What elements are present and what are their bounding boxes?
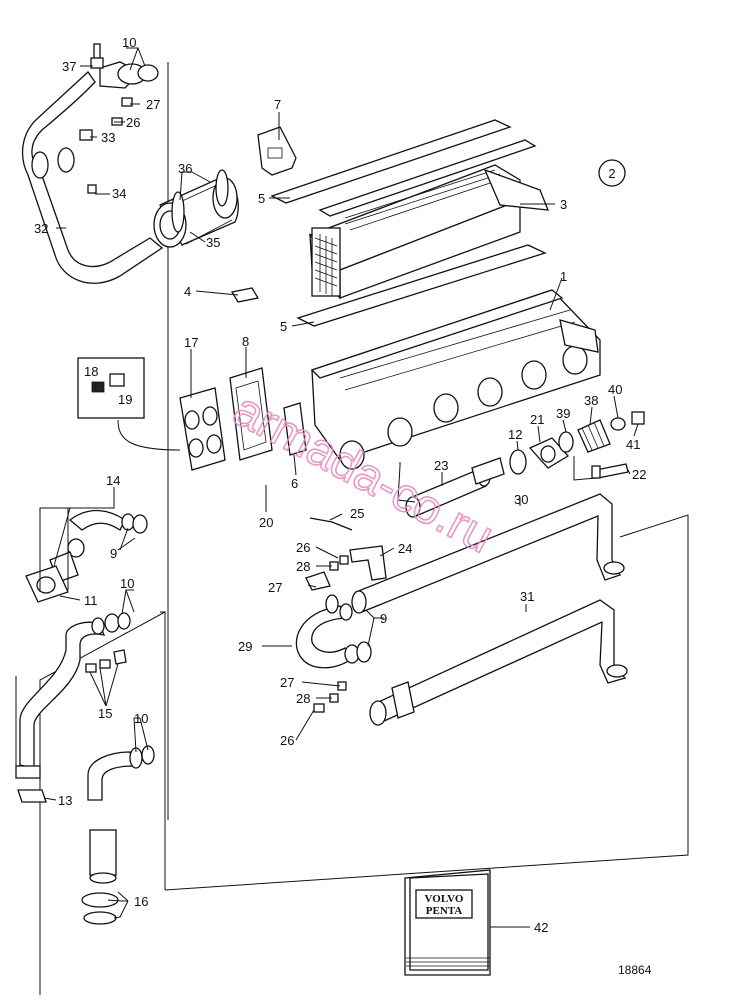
callout-17: 17: [184, 335, 198, 350]
pipe-30: [351, 493, 625, 614]
callout-21: 21: [530, 412, 544, 427]
callout-25: 25: [350, 506, 364, 521]
callout-26-low: 26: [280, 733, 294, 748]
callout-27-low: 27: [280, 675, 294, 690]
callout-29: 29: [238, 639, 252, 654]
manifold-ports: [339, 345, 588, 470]
callout-6: 6: [291, 476, 298, 491]
bolt-22: [591, 463, 629, 479]
callout-5: 5: [258, 191, 265, 206]
callout-38: 38: [584, 393, 598, 408]
callout-39: 39: [556, 406, 570, 421]
callout-26: 26: [126, 115, 140, 130]
leader-lines: [15, 47, 639, 928]
callout-22: 22: [632, 467, 646, 482]
fasteners-15: [85, 649, 127, 673]
callout-labels: 37 10 27 26 33 36 34 32 35 7 5 3 4 1 5 1…: [34, 35, 646, 935]
callout-16: 16: [134, 894, 148, 909]
callout-10-low: 10: [134, 711, 148, 726]
exhaust-bellows-35: [153, 169, 239, 248]
callout-35: 35: [206, 235, 220, 250]
bend-pipe-29: [295, 603, 360, 669]
callout-33: 33: [101, 130, 115, 145]
upper-exhaust-pipe-32: [21, 61, 164, 284]
callout-31: 31: [520, 589, 534, 604]
callout-8: 8: [242, 334, 249, 349]
callout-30: 30: [514, 492, 528, 507]
callout-26-mid: 26: [296, 540, 310, 555]
group-marker: 2: [598, 159, 626, 187]
callout-9-mid: 9: [380, 611, 387, 626]
callout-24: 24: [398, 541, 412, 556]
gasket-8: [229, 367, 273, 461]
callout-15: 15: [98, 706, 112, 721]
pipe-13: [15, 612, 131, 803]
callout-11: 11: [84, 593, 98, 608]
callout-34: 34: [112, 186, 126, 201]
cooler-core-mesh: [314, 234, 338, 296]
callout-36: 36: [178, 161, 192, 176]
bracket-7: [257, 126, 297, 176]
book-brand-line-1: VOLVO: [425, 893, 464, 905]
flange-11: [25, 565, 69, 603]
inlet-manifold-1: [310, 289, 601, 470]
callout-27: 27: [146, 97, 160, 112]
callout-13: 13: [58, 793, 72, 808]
callout-27-mid: 27: [268, 580, 282, 595]
book-brand-line-2: PENTA: [426, 905, 463, 917]
callout-3: 3: [560, 197, 567, 212]
callout-28-low: 28: [296, 691, 310, 706]
pipe-31: [369, 599, 628, 726]
instruction-book-42: VOLVO PENTA: [404, 869, 491, 976]
bracket-24: [349, 545, 387, 581]
callout-12: 12: [508, 427, 522, 442]
plate-6: [283, 402, 307, 456]
callout-7: 7: [274, 97, 281, 112]
callout-28: 28: [296, 559, 310, 574]
small-plate-4: [230, 287, 260, 303]
charge-air-cooler-3: [308, 164, 550, 300]
callout-41: 41: [626, 437, 640, 452]
callout-18: 18: [84, 364, 98, 379]
sensor-inset: [77, 357, 181, 451]
callout-42: 42: [534, 920, 548, 935]
clip-25: [309, 517, 353, 531]
callout-37: 37: [62, 59, 76, 74]
callout-5-lower: 5: [280, 319, 287, 334]
callout-19: 19: [118, 392, 132, 407]
callout-23: 23: [434, 458, 448, 473]
flange-21: [528, 437, 570, 469]
figure-number: 18864: [618, 963, 652, 977]
callout-10-mid: 10: [120, 576, 134, 591]
frame-lines: [39, 62, 689, 995]
gaskets-5: [270, 119, 547, 327]
clamp-40-41: [610, 411, 645, 431]
callout-40: 40: [608, 382, 622, 397]
callout-9: 9: [110, 546, 117, 561]
downpipe-16: [81, 745, 155, 925]
callout-20: 20: [259, 515, 273, 530]
callout-14: 14: [106, 473, 120, 488]
elbow-pipe-14: [49, 509, 148, 583]
callout-32: 32: [34, 221, 48, 236]
sleeve-23: [405, 457, 505, 518]
group-marker-label: 2: [608, 166, 615, 181]
callout-1: 1: [560, 269, 567, 284]
seals-9: [325, 594, 372, 663]
end-cover-17: [179, 387, 226, 471]
callout-10: 10: [122, 35, 136, 50]
callout-4: 4: [184, 284, 191, 299]
connector-38: [577, 419, 611, 453]
